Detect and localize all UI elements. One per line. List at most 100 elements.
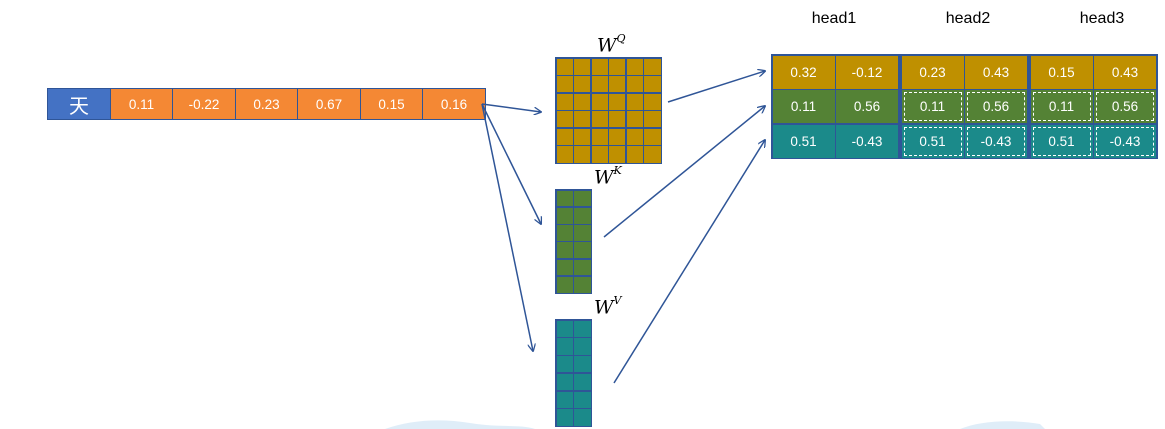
matrix-cell — [556, 259, 573, 276]
matrix-cell — [556, 338, 573, 355]
matrix-cell — [609, 128, 626, 145]
head1-block: 0.32 -0.12 0.11 0.56 0.51 -0.43 — [771, 54, 900, 159]
query-cell: 0.43 — [1094, 55, 1156, 89]
wv-matrix — [555, 319, 592, 427]
matrix-cell — [574, 276, 591, 293]
matrix-cell — [644, 58, 661, 75]
matrix-cell — [591, 76, 608, 93]
matrix-cell — [574, 225, 591, 241]
matrix-cell — [591, 58, 608, 75]
embedding-value: 0.23 — [234, 88, 299, 120]
input-embedding-row: 天 0.11 -0.22 0.23 0.67 0.15 0.16 — [47, 88, 486, 120]
matrix-cell — [644, 76, 661, 93]
matrix-cell — [574, 58, 591, 75]
wq-matrix — [555, 57, 662, 164]
matrix-cell — [644, 146, 661, 163]
wq-superscript: Q — [616, 32, 626, 45]
matrix-cell — [556, 225, 573, 241]
matrix-cell — [591, 128, 608, 145]
key-cell: 0.11 — [772, 90, 835, 123]
matrix-cell — [556, 146, 573, 163]
matrix-cell — [574, 356, 591, 373]
matrix-cell — [556, 356, 573, 373]
matrix-cell — [574, 409, 591, 426]
matrix-cell — [574, 320, 591, 337]
wk-superscript: K — [613, 164, 622, 177]
matrix-cell — [626, 93, 643, 110]
matrix-cell — [574, 190, 591, 207]
matrix-cell — [556, 242, 573, 258]
matrix-cell — [574, 128, 591, 145]
matrix-cell — [644, 111, 661, 128]
embedding-value: 0.16 — [422, 88, 486, 120]
matrix-cell — [574, 146, 591, 163]
value-cell: -0.43 — [965, 124, 1027, 158]
matrix-cell — [626, 128, 643, 145]
matrix-cell — [556, 320, 573, 337]
key-cell: 0.11 — [901, 90, 964, 123]
query-cell: -0.12 — [836, 55, 898, 89]
query-cell: 0.43 — [965, 55, 1027, 89]
wv-superscript: V — [613, 294, 622, 307]
matrix-cell — [556, 190, 573, 207]
token-word: 天 — [47, 88, 111, 120]
matrix-cell — [626, 111, 643, 128]
wv-label: WV — [594, 294, 622, 319]
matrix-cell — [609, 58, 626, 75]
matrix-cell — [609, 146, 626, 163]
matrix-cell — [574, 259, 591, 276]
head-title: head3 — [1079, 10, 1125, 27]
matrix-cell — [591, 93, 608, 110]
query-cell: 0.15 — [1030, 55, 1093, 89]
matrix-cell — [556, 373, 573, 390]
query-cell: 0.32 — [772, 55, 835, 89]
matrix-cell — [574, 207, 591, 224]
key-cell: 0.56 — [965, 90, 1027, 123]
matrix-cell — [574, 373, 591, 390]
matrix-cell — [626, 58, 643, 75]
value-cell: 0.51 — [772, 124, 835, 158]
matrix-cell — [556, 276, 573, 293]
matrix-cell — [591, 111, 608, 128]
key-cell: 0.56 — [836, 90, 898, 123]
embedding-value: 0.11 — [109, 88, 174, 120]
matrix-cell — [556, 76, 573, 93]
matrix-cell — [556, 409, 573, 426]
wk-matrix — [555, 189, 592, 294]
embedding-value: -0.22 — [172, 88, 236, 120]
key-cell: 0.56 — [1094, 90, 1156, 123]
embedding-value: 0.15 — [359, 88, 424, 120]
matrix-cell — [644, 128, 661, 145]
query-cell: 0.23 — [901, 55, 964, 89]
matrix-cell — [574, 111, 591, 128]
matrix-cell — [556, 111, 573, 128]
matrix-cell — [591, 146, 608, 163]
matrix-cell — [556, 207, 573, 224]
value-cell: -0.43 — [836, 124, 898, 158]
head3-block: 0.15 0.43 0.11 0.56 0.51 -0.43 — [1029, 54, 1158, 159]
wk-label: WK — [594, 164, 622, 189]
matrix-cell — [609, 76, 626, 93]
matrix-cell — [644, 93, 661, 110]
head-title: head1 — [811, 10, 857, 27]
value-cell: -0.43 — [1094, 124, 1156, 158]
wv-symbol: W — [594, 296, 614, 319]
matrix-cell — [556, 391, 573, 408]
head-title: head2 — [945, 10, 991, 27]
matrix-cell — [626, 146, 643, 163]
matrix-cell — [556, 128, 573, 145]
embedding-value: 0.67 — [297, 88, 361, 120]
matrix-cell — [609, 93, 626, 110]
value-cell: 0.51 — [901, 124, 964, 158]
matrix-cell — [574, 93, 591, 110]
matrix-cell — [556, 58, 573, 75]
head2-block: 0.23 0.43 0.11 0.56 0.51 -0.43 — [900, 54, 1029, 159]
wk-symbol: W — [594, 166, 614, 189]
matrix-cell — [609, 111, 626, 128]
value-cell: 0.51 — [1030, 124, 1093, 158]
wq-label: WQ — [597, 32, 626, 56]
matrix-cell — [574, 242, 591, 258]
matrix-cell — [574, 391, 591, 408]
